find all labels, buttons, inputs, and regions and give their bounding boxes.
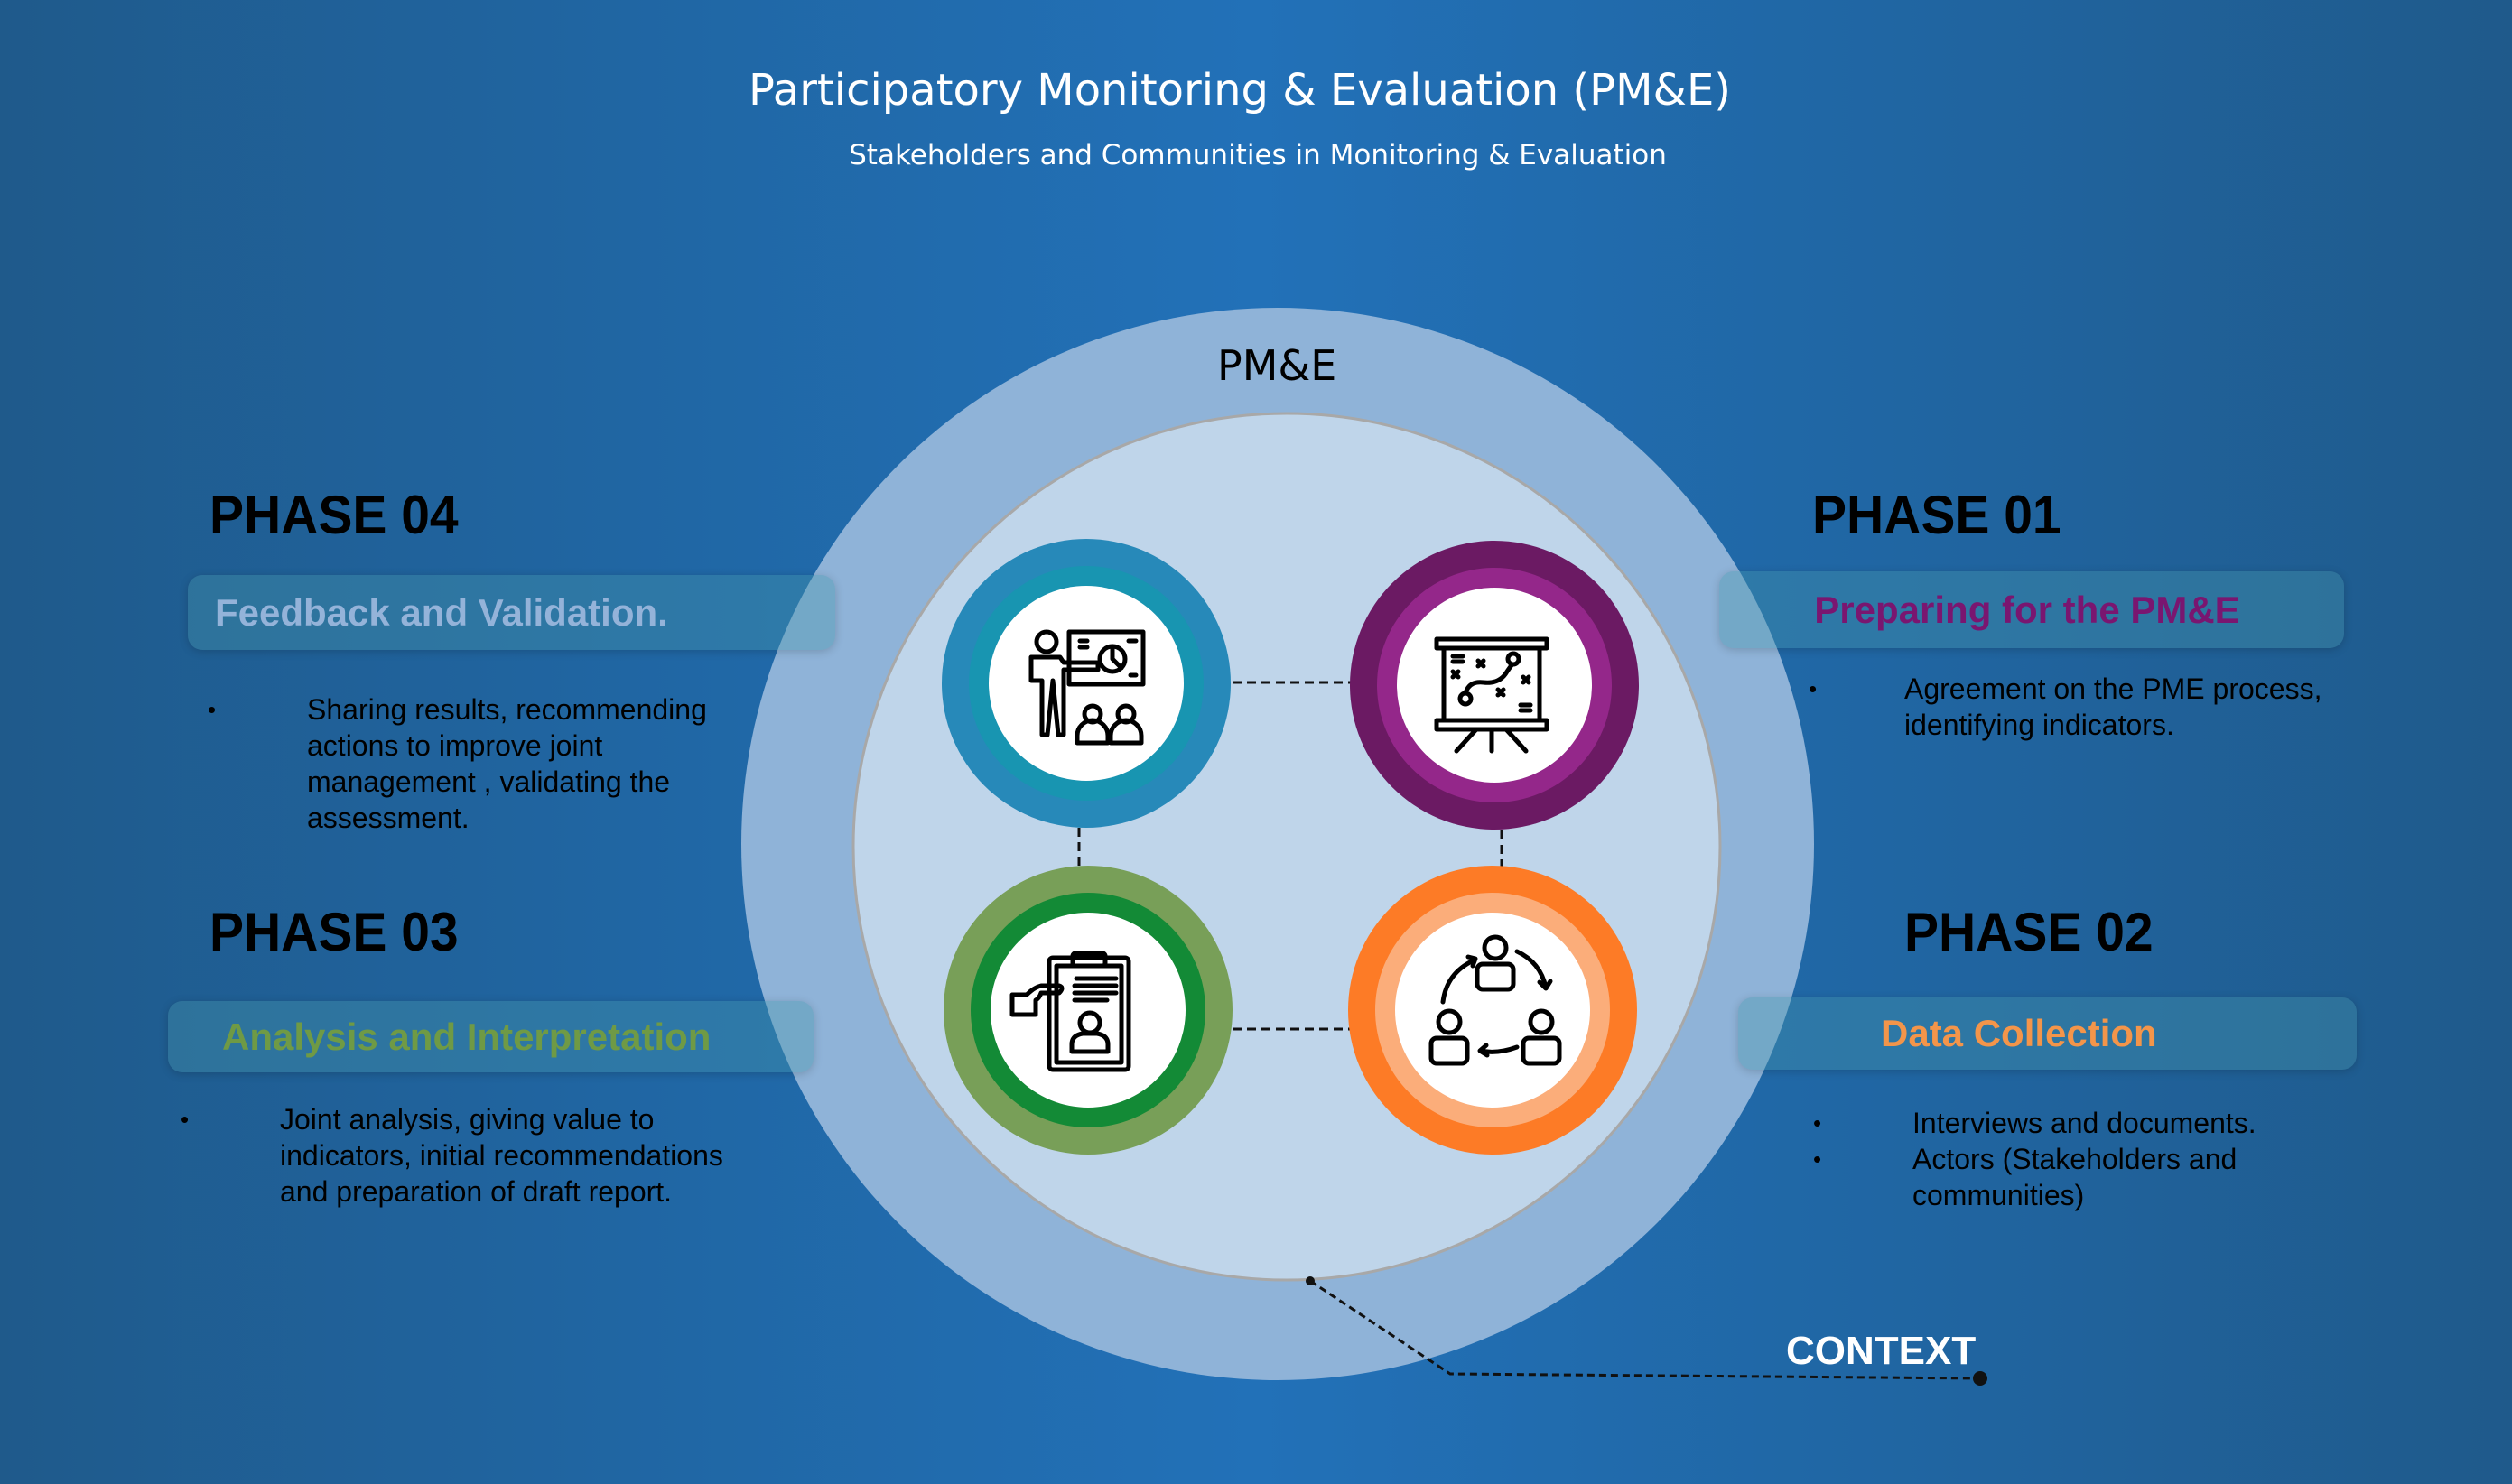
bullet-item: •Joint analysis, giving value to indicat…	[181, 1103, 723, 1208]
phase-04-circle[interactable]	[942, 539, 1231, 828]
context-connector	[1306, 1276, 1987, 1386]
presentation-icon	[1028, 629, 1146, 746]
phase-03-heading: PHASE 03	[209, 902, 459, 962]
clipboard-profile-icon	[1009, 951, 1131, 1072]
phase-01-circle[interactable]	[1350, 541, 1639, 830]
phase-02-bullets: •Interviews and documents. •Actors (Stak…	[1813, 1105, 2301, 1213]
bullet-item: •Actors (Stakeholders and communities)	[1813, 1143, 2238, 1211]
phase-01-bullets: •Agreement on the PME process, identifyi…	[1809, 671, 2368, 743]
phase-04-label: Feedback and Validation.	[215, 590, 668, 634]
phase-04-heading: PHASE 04	[209, 485, 459, 545]
pme-circle	[851, 412, 1722, 1282]
phase-03-label-box[interactable]: Analysis and Interpretation	[168, 1001, 814, 1072]
phase-01-heading: PHASE 01	[1812, 485, 2061, 545]
phase-01-label: Preparing for the PM&E	[1814, 588, 2240, 631]
bullet-item: •Interviews and documents.	[1813, 1107, 2256, 1139]
phase-03-bullets: •Joint analysis, giving value to indicat…	[181, 1101, 758, 1210]
phase-01-label-box[interactable]: Preparing for the PM&E	[1719, 571, 2344, 648]
page-subtitle: Stakeholders and Communities in Monitori…	[849, 139, 1667, 172]
phase-04-bullets: •Sharing results, recommending actions t…	[208, 691, 749, 836]
people-cycle-icon	[1428, 934, 1562, 1066]
context-label: CONTEXT	[1786, 1329, 1977, 1373]
strategy-board-icon	[1434, 636, 1549, 754]
phase-04-label-box[interactable]: Feedback and Validation.	[188, 575, 835, 650]
phase-02-circle[interactable]	[1348, 866, 1637, 1155]
phase-02-heading: PHASE 02	[1904, 902, 2154, 962]
phase-02-label: Data Collection	[1881, 1012, 2157, 1054]
bullet-item: •Sharing results, recommending actions t…	[208, 693, 707, 834]
phase-03-circle[interactable]	[944, 866, 1233, 1155]
bullet-item: •Agreement on the PME process, identifyi…	[1809, 672, 2322, 741]
phase-02-label-box[interactable]: Data Collection	[1738, 997, 2357, 1070]
phase-03-label: Analysis and Interpretation	[222, 1015, 712, 1058]
pme-label: PM&E	[1217, 341, 1337, 390]
page-title: Participatory Monitoring & Evaluation (P…	[748, 65, 1731, 116]
